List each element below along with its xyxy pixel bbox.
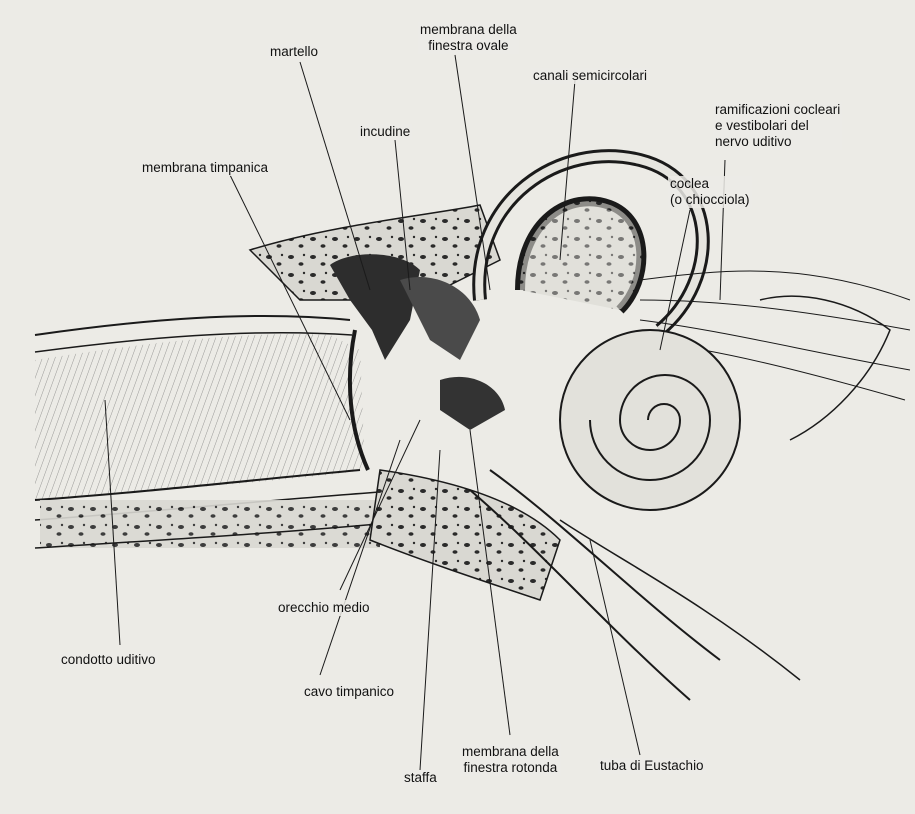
label-cavo-timpanico: cavo timpanico (302, 684, 396, 700)
label-membrana-timpanica: membrana timpanica (140, 160, 270, 176)
label-incudine: incudine (358, 124, 412, 140)
label-canali-semicircolari: canali semicircolari (531, 68, 649, 84)
label-tuba-eustachio: tuba di Eustachio (598, 758, 706, 774)
label-condotto-uditivo: condotto uditivo (59, 652, 158, 668)
label-orecchio-medio: orecchio medio (276, 600, 372, 616)
ear-canal (35, 316, 420, 548)
label-ramificazioni: ramificazioni cocleari e vestibolari del… (713, 102, 842, 150)
cochlea (560, 330, 740, 510)
label-membrana-finestra-rotonda: membrana della finestra rotonda (460, 744, 561, 776)
label-membrana-finestra-ovale: membrana della finestra ovale (418, 22, 519, 54)
label-coclea: coclea (o chiocciola) (668, 176, 752, 208)
label-staffa: staffa (402, 770, 439, 786)
label-martello: martello (268, 44, 320, 60)
